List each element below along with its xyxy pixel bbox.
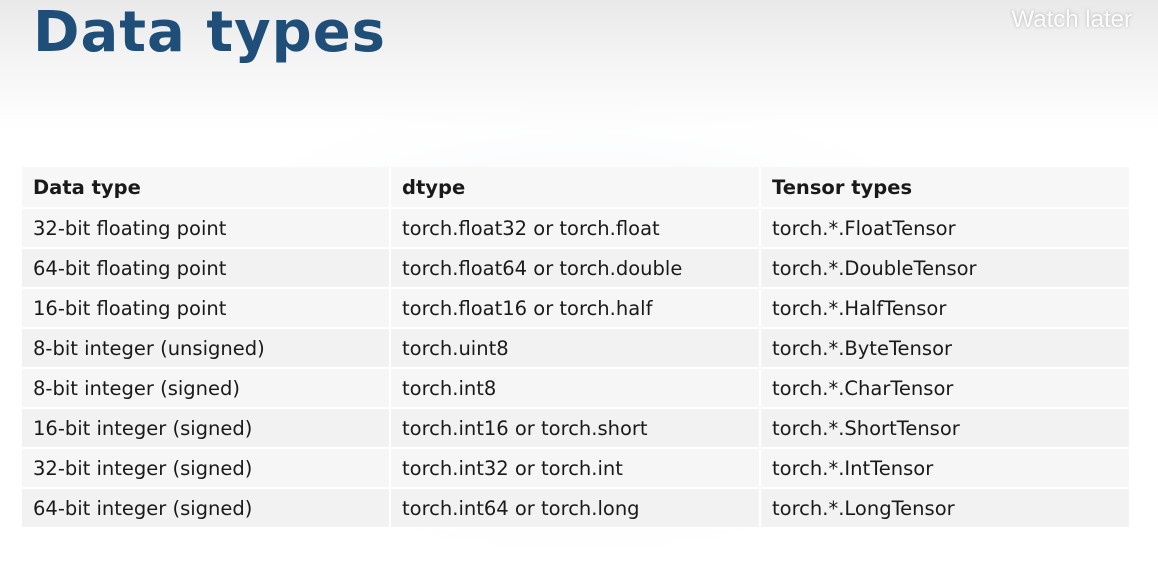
cell-tensor-type: torch.*.FloatTensor xyxy=(760,208,1131,249)
column-header-dtype: dtype xyxy=(390,167,761,209)
cell-data-type: 64-bit floating point xyxy=(22,248,391,289)
column-header-tensor-types: Tensor types xyxy=(760,167,1131,209)
cell-data-type: 16-bit integer (signed) xyxy=(22,408,391,449)
table-row: 64-bit floating point torch.float64 or t… xyxy=(22,248,1131,289)
cell-data-type: 16-bit floating point xyxy=(22,288,391,329)
cell-dtype: torch.int64 or torch.long xyxy=(390,488,761,529)
cell-tensor-type: torch.*.ByteTensor xyxy=(760,328,1131,369)
slide-title: Data types xyxy=(33,0,386,65)
cell-tensor-type: torch.*.IntTensor xyxy=(760,448,1131,489)
table-row: 32-bit integer (signed) torch.int32 or t… xyxy=(22,448,1131,489)
cell-data-type: 64-bit integer (signed) xyxy=(22,488,391,529)
table-row: 16-bit floating point torch.float16 or t… xyxy=(22,288,1131,329)
cell-dtype: torch.uint8 xyxy=(390,328,761,369)
table-row: 32-bit floating point torch.float32 or t… xyxy=(22,208,1131,249)
cell-dtype: torch.int32 or torch.int xyxy=(390,448,761,489)
cell-data-type: 32-bit integer (signed) xyxy=(22,448,391,489)
watch-later-button[interactable]: Watch later xyxy=(1011,6,1132,33)
cell-dtype: torch.float64 or torch.double xyxy=(390,248,761,289)
cell-dtype: torch.float32 or torch.float xyxy=(390,208,761,249)
cell-dtype: torch.int8 xyxy=(390,368,761,409)
table-header-row: Data type dtype Tensor types xyxy=(22,167,1131,209)
cell-tensor-type: torch.*.DoubleTensor xyxy=(760,248,1131,289)
table-row: 8-bit integer (unsigned) torch.uint8 tor… xyxy=(22,328,1131,369)
dtype-table: Data type dtype Tensor types 32-bit floa… xyxy=(22,167,1131,529)
cell-tensor-type: torch.*.CharTensor xyxy=(760,368,1131,409)
cell-tensor-type: torch.*.HalfTensor xyxy=(760,288,1131,329)
cell-data-type: 32-bit floating point xyxy=(22,208,391,249)
column-header-data-type: Data type xyxy=(22,167,391,209)
cell-data-type: 8-bit integer (signed) xyxy=(22,368,391,409)
cell-data-type: 8-bit integer (unsigned) xyxy=(22,328,391,369)
table-row: 8-bit integer (signed) torch.int8 torch.… xyxy=(22,368,1131,409)
cell-dtype: torch.float16 or torch.half xyxy=(390,288,761,329)
table-row: 64-bit integer (signed) torch.int64 or t… xyxy=(22,488,1131,529)
table-row: 16-bit integer (signed) torch.int16 or t… xyxy=(22,408,1131,449)
cell-tensor-type: torch.*.LongTensor xyxy=(760,488,1131,529)
cell-tensor-type: torch.*.ShortTensor xyxy=(760,408,1131,449)
cell-dtype: torch.int16 or torch.short xyxy=(390,408,761,449)
